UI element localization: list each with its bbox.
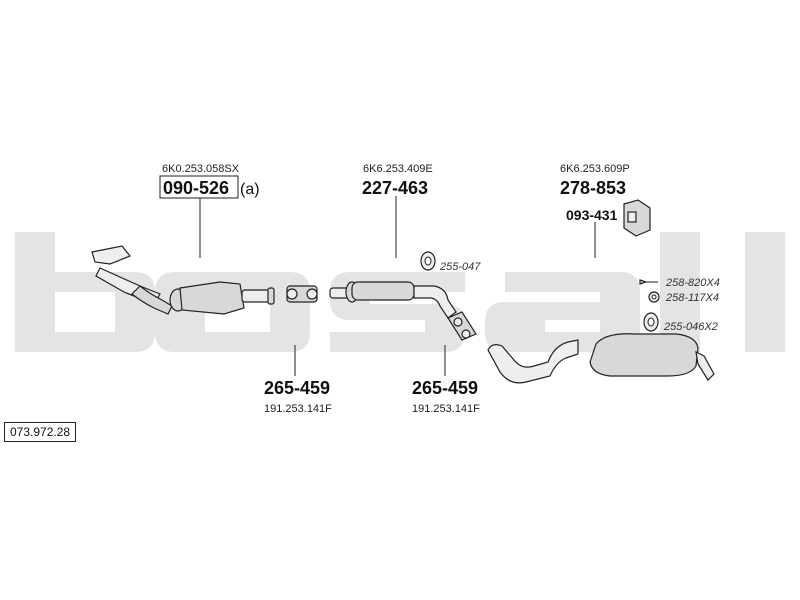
callout-clamp-left: 265-459 191.253.141F — [264, 378, 332, 415]
oem-number: 6K0.253.058SX — [162, 163, 240, 175]
part-number: 093-431 — [566, 207, 618, 223]
oem-number: 6K6.253.409E — [363, 163, 433, 175]
oem-number: 191.253.141F — [412, 403, 480, 415]
clamp-right-part[interactable] — [447, 311, 477, 341]
callout-rear-silencer: 6K6.253.609P 278-853 — [560, 163, 630, 198]
part-number: 265-459 — [264, 378, 330, 398]
callout-catalytic-converter: 6K0.253.058SX 090-526 (a) — [159, 163, 260, 199]
bolt-label: 258-820X4 — [665, 277, 720, 289]
clamp-left-part[interactable] — [286, 285, 318, 303]
leader-lines — [199, 196, 596, 376]
mounting-bracket-part[interactable] — [623, 199, 651, 237]
rubber-mount-part[interactable] — [643, 312, 659, 332]
oem-number: 191.253.141F — [264, 403, 332, 415]
part-number: 227-463 — [362, 178, 428, 198]
gasket-front-label: 255-047 — [439, 261, 481, 273]
rear-silencer-part[interactable] — [487, 333, 715, 384]
part-number: 090-526 — [163, 178, 229, 198]
diagram-code: 073.972.28 — [4, 422, 77, 442]
part-number: 265-459 — [412, 378, 478, 398]
rubber-mount-label: 255-046X2 — [663, 321, 718, 333]
accessory-labels: 255-047 258-820X4 258-117X4 255-046X2 — [439, 261, 720, 333]
bolt-part[interactable] — [639, 279, 658, 285]
callout-front-pipe: 6K6.253.409E 227-463 — [362, 163, 433, 198]
catalytic-converter-part[interactable] — [91, 245, 275, 315]
oem-number: 6K6.253.609P — [560, 163, 630, 175]
washer-part[interactable] — [648, 291, 660, 303]
callout-clamp-right: 265-459 191.253.141F — [412, 378, 480, 415]
washer-label: 258-117X4 — [665, 292, 719, 304]
gasket-front-part[interactable] — [420, 251, 436, 271]
callout-mounting-bracket: 093-431 — [566, 207, 618, 223]
part-number: 278-853 — [560, 178, 626, 198]
part-suffix: (a) — [240, 181, 260, 198]
front-pipe-part[interactable] — [329, 281, 457, 319]
